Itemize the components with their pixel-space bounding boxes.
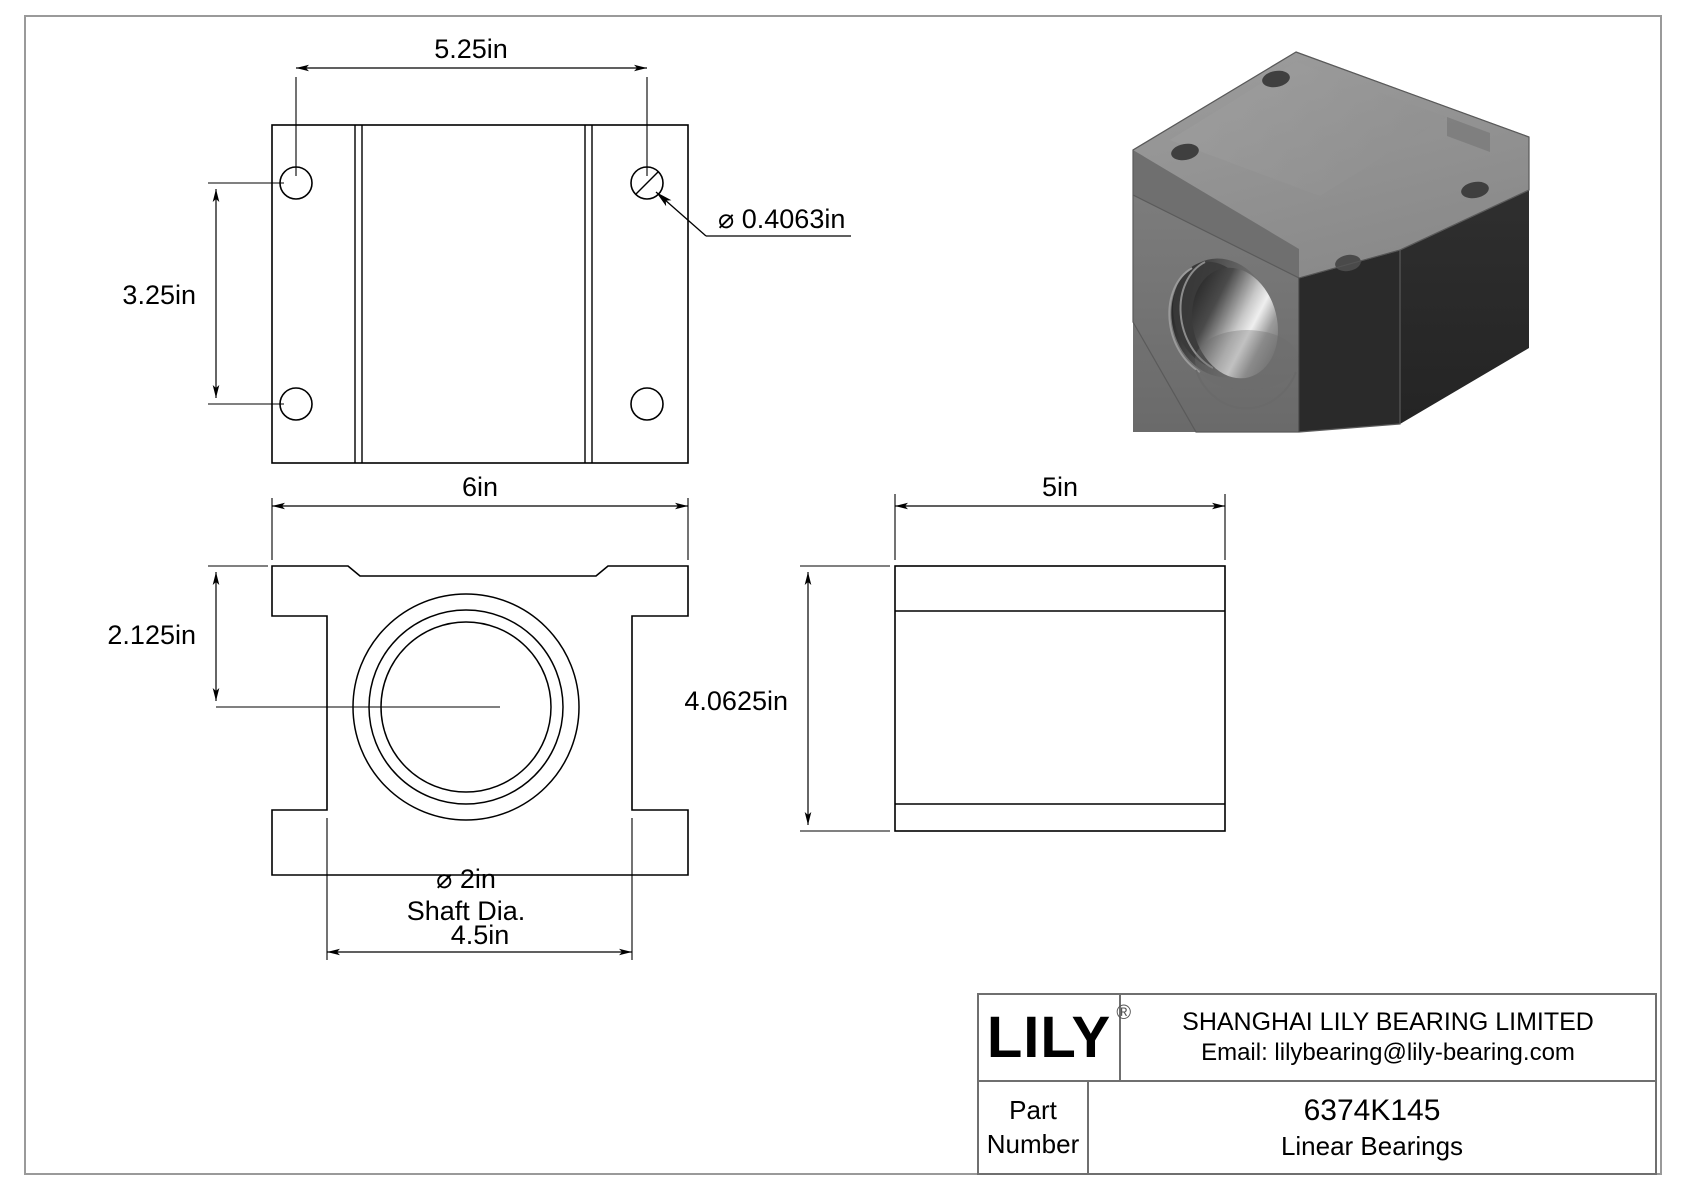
dimension-2-125in: 2.125in [107,565,268,701]
dimension-5-25in: 5.25in [295,34,648,176]
iso-hole-front [1335,254,1361,272]
side-view: 5in 4.0625in [684,472,1226,832]
iso-hole-top [1262,70,1290,88]
dimension-label-side-height: 4.0625in [684,686,788,716]
dimension-4-5in: 4.5in [326,818,633,960]
part-label-line2: Number [986,1128,1080,1159]
iso-top-edge-left [1133,150,1299,278]
title-block-header-row: LILY ® SHANGHAI LILY BEARING LIMITED Ema… [979,995,1655,1083]
sheet-border [24,15,1662,1175]
part-number-value: 6374K145 [1303,1094,1441,1128]
dimension-5in: 5in [894,472,1226,560]
title-block-part-row: Part Number 6374K145 Linear Bearings [979,1082,1655,1173]
dimension-hole-diameter: ⌀ 0.4063in [655,191,851,237]
dimension-3-25in: 3.25in [122,182,284,405]
iso-top-pad [1170,62,1447,196]
company-email: Email: lilybearing@lily-bearing.com [1201,1039,1575,1067]
mounting-hole-bottom-right [630,387,664,421]
dimension-label-shaft-diameter: ⌀ 2in [436,864,496,894]
iso-front-right-face [1299,250,1400,432]
part-number-value-cell: 6374K145 Linear Bearings [1089,1082,1655,1173]
part-label-line1: Part [1009,1094,1057,1125]
logo-text: LILY [986,1004,1112,1070]
dimension-label-top-width: 5.25in [434,34,508,64]
company-cell: SHANGHAI LILY BEARING LIMITED Email: lil… [1121,995,1655,1080]
iso-hole-left [1171,143,1199,161]
isometric-view [1132,51,1530,433]
dimension-label-side-width: 5in [1042,472,1078,502]
dimension-label-front-height: 2.125in [107,620,196,650]
top-view: 5.25in 3.25in ⌀ 0.4063in [122,34,851,464]
company-name: SHANGHAI LILY BEARING LIMITED [1182,1007,1594,1036]
dimension-6in: 6in [271,472,689,560]
title-block: LILY ® SHANGHAI LILY BEARING LIMITED Ema… [977,993,1657,1175]
note-shaft-diameter: ⌀ 2in Shaft Dia. [407,864,526,926]
registered-trademark-icon: ® [1116,1001,1132,1024]
dimension-label-hole-diameter: ⌀ 0.4063in [718,204,845,234]
logo-cell: LILY ® [979,995,1131,1081]
part-category-value: Linear Bearings [1280,1131,1464,1162]
part-number-label-cell: Part Number [979,1082,1089,1173]
dimension-label-front-width: 6in [462,472,498,502]
mounting-hole-bottom-left [279,387,313,421]
iso-bore-bright [1192,267,1278,379]
dimension-label-base-width: 4.5in [451,920,510,950]
lily-logo: LILY ® [987,1003,1131,1067]
iso-hole-right [1461,181,1489,199]
dimension-label-shaft-dia-note: Shaft Dia. [407,896,526,926]
front-section-view: 6in 2.125in ⌀ 2in Shaft Dia. 4.5in [107,472,689,960]
dimension-label-top-height: 3.25in [122,280,196,310]
dimension-4-0625in: 4.0625in [684,565,890,832]
